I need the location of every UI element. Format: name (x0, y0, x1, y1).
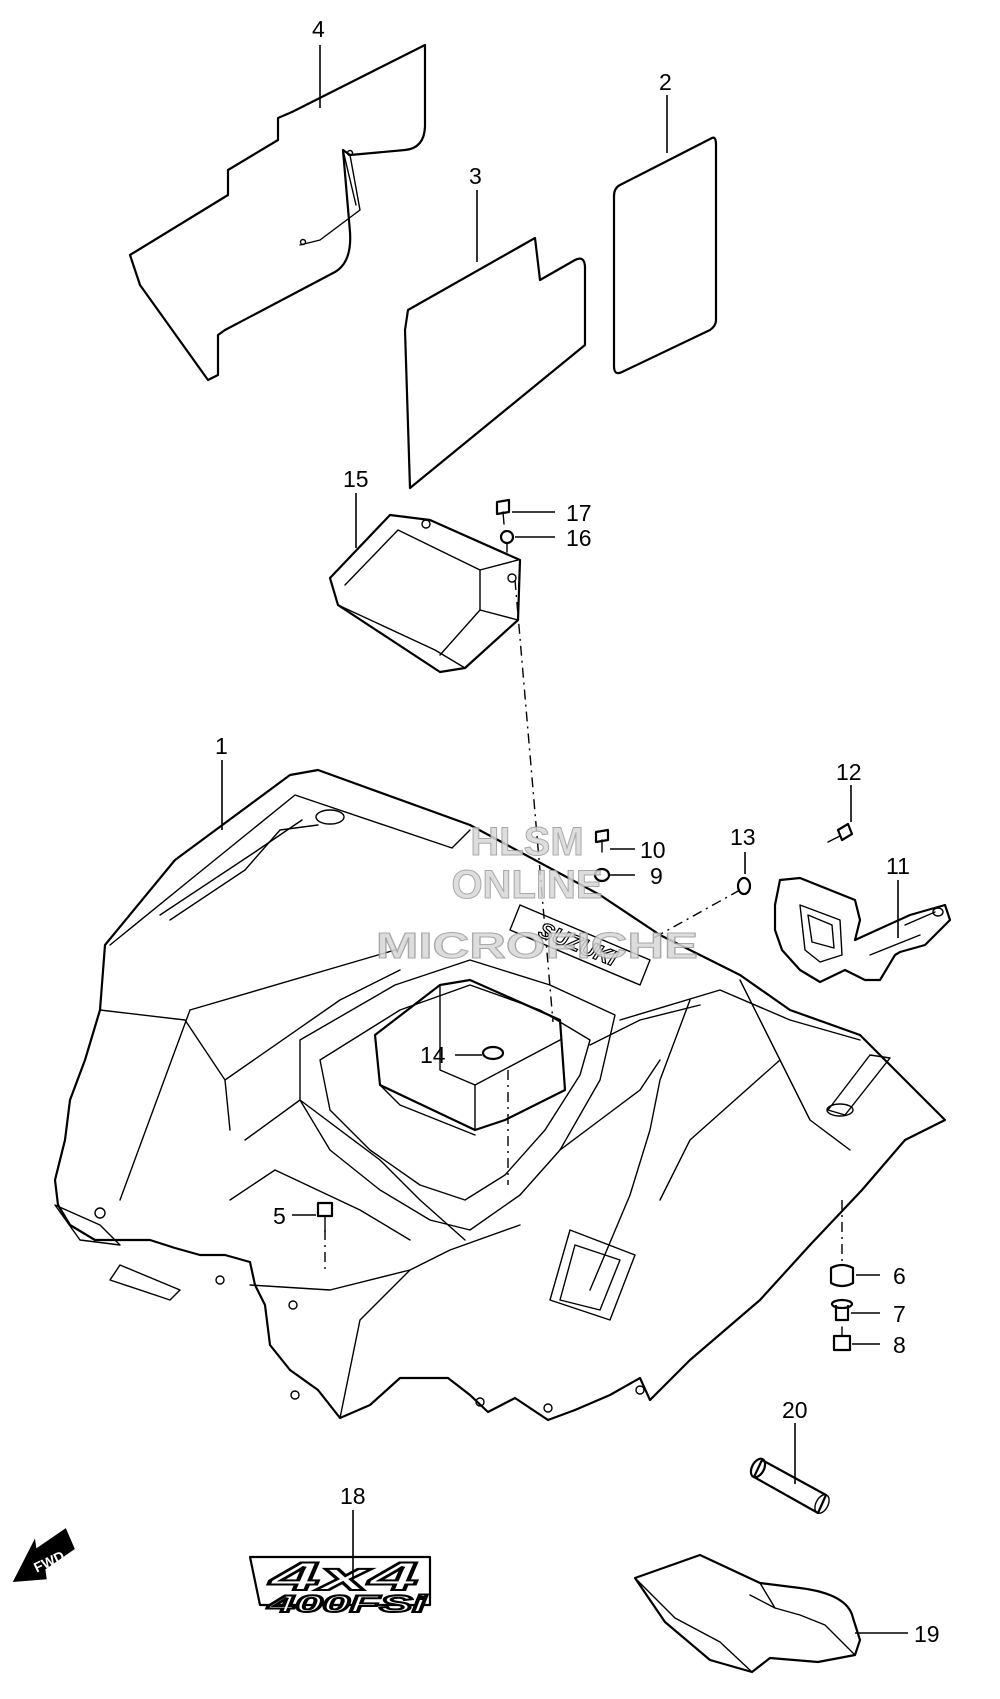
part-2-sticker (612, 136, 718, 375)
callout-13: 13 (730, 824, 756, 850)
part-6-cushion (829, 1263, 855, 1288)
decal-bottom-text: 400FSi (266, 1591, 429, 1618)
callout-4: 4 (312, 16, 325, 42)
callout-20: 20 (782, 1397, 808, 1423)
part-16-grommet (499, 529, 515, 553)
callout-1: 1 (215, 733, 228, 759)
callout-6: 6 (893, 1263, 906, 1289)
part-13-washer (736, 876, 752, 896)
callout-16: 16 (566, 525, 592, 551)
watermark-line3: MICROFICHE (376, 925, 698, 966)
part-12-screw (827, 822, 854, 843)
watermark: HLSM ONLINE MICROFICHE (376, 820, 699, 967)
part-11-bracket (773, 876, 952, 984)
callout-11: 11 (886, 853, 910, 879)
part-10-screw (594, 828, 610, 853)
part-17-screw (495, 498, 511, 525)
part-14-grommet (481, 1045, 505, 1061)
part-18-decal: 4x4 400FSi (248, 1554, 432, 1619)
callout-2: 2 (659, 69, 672, 95)
callout-9: 9 (650, 863, 663, 889)
part-19-cover (633, 1553, 862, 1674)
callout-19: 19 (914, 1621, 940, 1647)
callout-5: 5 (273, 1203, 286, 1229)
callout-7: 7 (893, 1301, 906, 1327)
watermark-line1: HLSM (470, 820, 583, 864)
part-1-rear-fender: SUZUKI (53, 768, 947, 1422)
decal-top-text: 4x4 (268, 1555, 418, 1599)
part-3-sticker (403, 236, 587, 490)
part-20-tube (749, 1457, 830, 1515)
assembly-line-tray (514, 579, 554, 1023)
callout-8: 8 (893, 1332, 906, 1358)
callout-15: 15 (343, 466, 369, 492)
part-9-grommet (593, 867, 611, 883)
part-4-sticker (128, 43, 427, 382)
callout-14: 14 (420, 1042, 446, 1068)
assembly-line-13 (649, 889, 741, 941)
callout-17: 17 (566, 500, 592, 526)
part-15-tray (328, 513, 522, 674)
callout-10: 10 (640, 837, 666, 863)
part-7-collar (830, 1298, 854, 1322)
part-5-bolt (316, 1201, 334, 1233)
callout-18: 18 (340, 1483, 366, 1509)
callout-12: 12 (836, 759, 862, 785)
watermark-line2: ONLINE (451, 863, 602, 907)
callout-3: 3 (469, 163, 482, 189)
part-8-bolt (832, 1326, 852, 1352)
fwd-arrow-icon: FWD (12, 1528, 75, 1583)
